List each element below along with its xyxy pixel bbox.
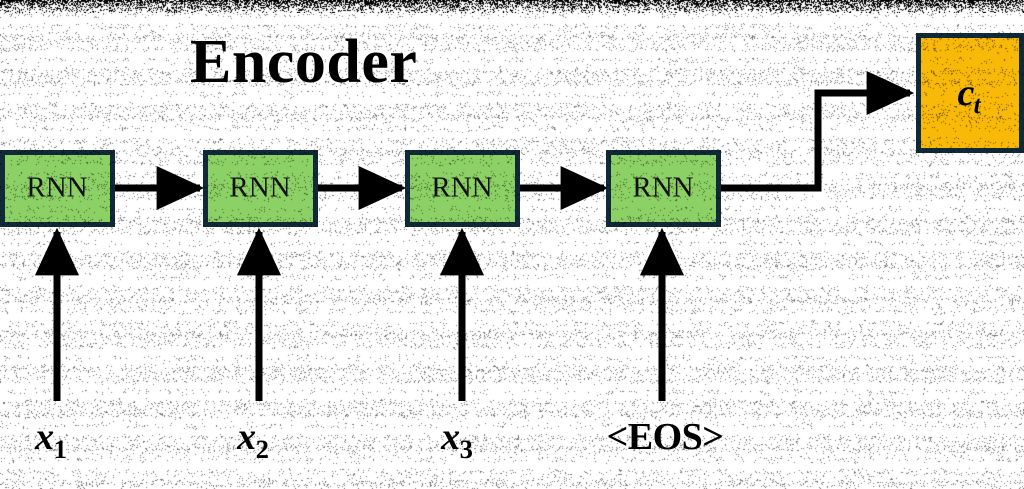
context-vector-subscript: t: [973, 91, 981, 119]
rnn-cell-3-label: RNN: [431, 171, 493, 204]
input-x3-subscript: 3: [459, 433, 473, 464]
input-x3-label: x3: [441, 418, 473, 462]
input-x1-symbol: x: [35, 415, 55, 458]
rnn-cell-1-label: RNN: [26, 171, 88, 204]
input-x1-label: x1: [35, 418, 67, 462]
rnn-cell-4-label: RNN: [632, 171, 694, 204]
input-x1-subscript: 1: [53, 433, 67, 464]
page-title: Encoder: [190, 28, 418, 96]
context-vector-symbol: c: [957, 72, 975, 115]
input-x2-symbol: x: [237, 415, 257, 458]
input-x3-symbol: x: [441, 415, 461, 458]
input-eos-label: <EOS>: [606, 416, 724, 458]
input-x2-label: x2: [237, 418, 269, 462]
input-arrows: [34, 227, 685, 401]
rnn-cell-2-label: RNN: [229, 171, 291, 204]
context-vector-label: ct: [957, 74, 980, 118]
arrow-rnn4-to-context: [719, 70, 915, 192]
input-x2-subscript: 2: [255, 433, 269, 464]
